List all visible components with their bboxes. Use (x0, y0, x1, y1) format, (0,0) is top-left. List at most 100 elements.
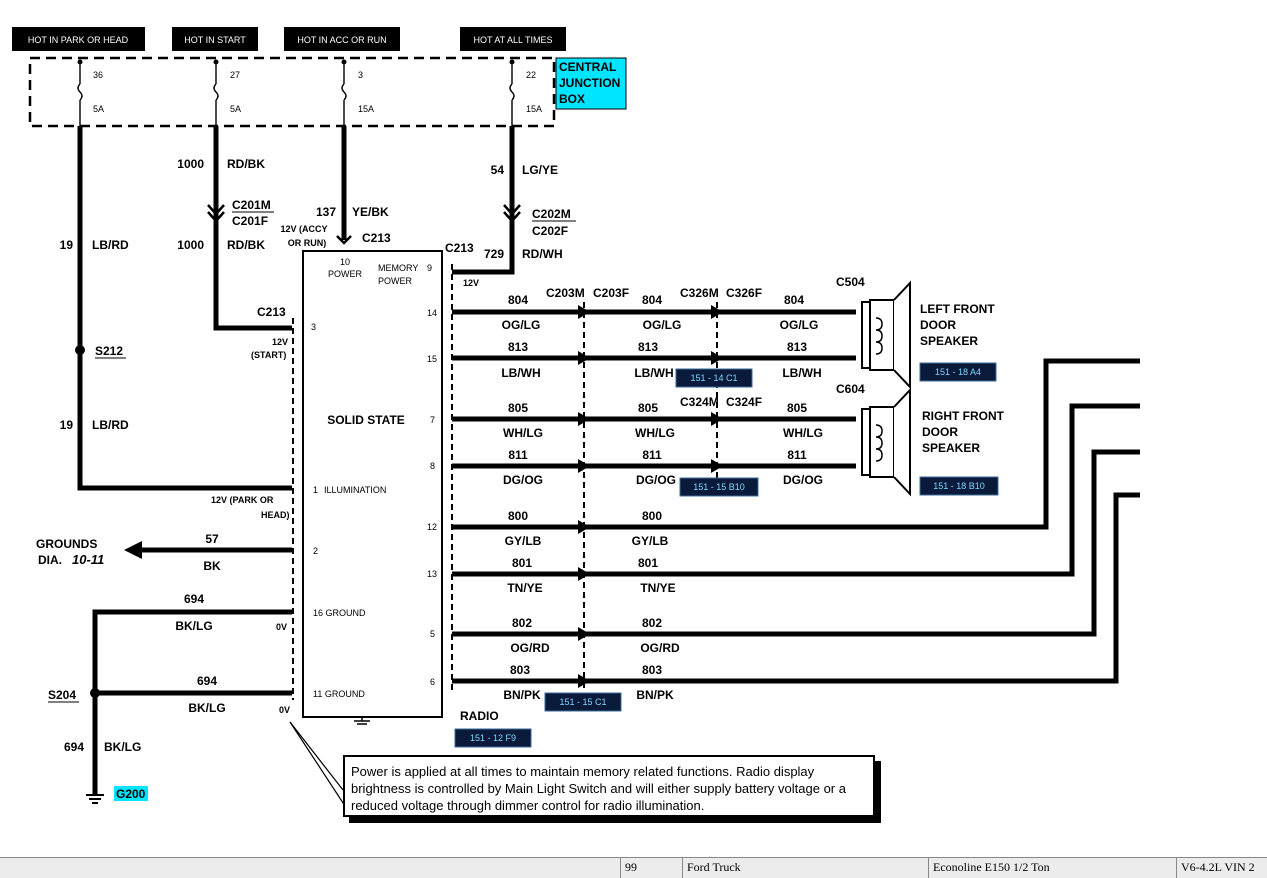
fuse-rating-4: 15A (526, 104, 542, 114)
right-speaker-line3: SPEAKER (922, 441, 980, 455)
wire-694-label-b: 694 (197, 674, 217, 688)
wire-yebk-label: YE/BK (352, 205, 389, 219)
wire-rdbk-label-a: RD/BK (227, 157, 265, 171)
voltage-0v-b: 0V (279, 705, 290, 715)
grounds-label: GROUNDS (36, 537, 97, 551)
fuse-number-1: 36 (93, 70, 103, 80)
connector-labels: C201M C201F C202M C202F C213 C213 C213 C… (232, 198, 865, 409)
feed-wires: 19 LB/RD 19 LB/RD 1000 RD/BK 1000 RD/BK … (60, 126, 563, 491)
radio-pin-3: 3 (311, 322, 316, 332)
circuit-811-b: 811 (642, 448, 662, 462)
note-text: Power is applied at all times to maintai… (351, 764, 846, 813)
radio-pin-5: 5 (430, 629, 435, 639)
voltage-start-line2: (START) (251, 350, 286, 360)
central-junction-box: CENTRAL JUNCTION BOX 36 5A 27 5A 3 15A 2… (28, 56, 627, 128)
radio-pin-10: 10 (340, 257, 350, 267)
connector-c202f: C202F (532, 224, 568, 238)
radio-pin-8: 8 (430, 461, 435, 471)
connector-c213-a: C213 (362, 231, 391, 245)
right-front-speaker: RIGHT FRONT DOOR SPEAKER (861, 387, 1005, 497)
circuit-805-b: 805 (638, 401, 658, 415)
radio-memory-power-label: POWER (378, 276, 413, 286)
connector-c203f: C203F (593, 286, 629, 300)
radio-pin-15: 15 (427, 354, 437, 364)
circuit-804-c: 804 (784, 293, 804, 307)
color-lbwh-c: LB/WH (782, 366, 821, 380)
cjb-title-line3: BOX (559, 92, 585, 106)
color-gylb-b: GY/LB (632, 534, 669, 548)
footer-engine: V6-4.2L VIN 2 (1176, 858, 1267, 878)
voltage-park-line2: HEAD) (261, 510, 290, 520)
connector-c213-c: C213 (257, 305, 286, 319)
hot-label-park: HOT IN PARK OR HEAD (28, 35, 129, 45)
circuit-803-b: 803 (642, 663, 662, 677)
color-lbwh-a: LB/WH (501, 366, 540, 380)
radio-memory-label: MEMORY (378, 263, 418, 273)
splice-s204: S204 (48, 688, 76, 702)
left-front-speaker: LEFT FRONT DOOR SPEAKER (861, 280, 995, 390)
grounds-dia-label: DIA. (38, 553, 62, 567)
wire-lgye-label: LG/YE (522, 163, 558, 177)
radio-pin-16-ground: 16 GROUND (313, 608, 366, 618)
radio-pin-14: 14 (427, 308, 437, 318)
radio-pin-12: 12 (427, 522, 437, 532)
color-bnpk-a: BN/PK (503, 688, 541, 702)
fuse-number-3: 3 (358, 70, 363, 80)
footer-page-number: 99 (620, 858, 682, 878)
circuit-802-a: 802 (512, 616, 532, 630)
circuit-805-c: 805 (787, 401, 807, 415)
connector-c202m: C202M (532, 207, 571, 221)
color-bnpk-b: BN/PK (636, 688, 674, 702)
wiring-diagram: HOT IN PARK OR HEAD HOT IN START HOT IN … (12, 27, 1140, 813)
radio-illumination-label: ILLUMINATION (324, 485, 386, 495)
wire-729-label: 729 (484, 247, 504, 261)
circuit-811-a: 811 (508, 448, 528, 462)
ref-151-14-c1: 151 - 14 C1 (690, 373, 737, 383)
voltage-notes: 12V (ACCY OR RUN) 12V 12V (START) 12V (P… (211, 224, 479, 715)
fuse-rating-1: 5A (93, 104, 104, 114)
color-lbwh-b: LB/WH (634, 366, 673, 380)
circuit-813-c: 813 (787, 340, 807, 354)
fuse-rating-2: 5A (230, 104, 241, 114)
hot-label-start: HOT IN START (184, 35, 246, 45)
circuit-801-a: 801 (512, 556, 532, 570)
radio-pin-11-ground: 11 GROUND (313, 689, 365, 699)
left-speaker-line1: LEFT FRONT (920, 302, 995, 316)
color-oglg-a: OG/LG (502, 318, 541, 332)
wire-694-label-a: 694 (184, 592, 204, 606)
radio-power-label: POWER (328, 269, 363, 279)
wire-bklg-label-a: BK/LG (175, 619, 212, 633)
ground-g200: G200 (116, 787, 146, 801)
color-dgog-b: DG/OG (636, 473, 676, 487)
ref-151-15-b10: 151 - 15 B10 (693, 482, 745, 492)
voltage-accy-line1: 12V (ACCY (280, 224, 327, 234)
connector-c213-b: C213 (445, 241, 474, 255)
circuit-802-b: 802 (642, 616, 662, 630)
color-ogrd-b: OG/RD (640, 641, 680, 655)
speaker-circuits: 804 804 804 OG/LG OG/LG OG/LG 813 813 81… (452, 293, 1140, 702)
footer-make: Ford Truck (682, 858, 928, 878)
wire-rdbk-label-b: RD/BK (227, 238, 265, 252)
color-ogrd-a: OG/RD (510, 641, 550, 655)
radio-unit: SOLID STATE 10 POWER 9 MEMORY POWER 3 1 … (292, 250, 718, 725)
color-dgog-a: DG/OG (503, 473, 543, 487)
color-whlg-b: WH/LG (635, 426, 675, 440)
connector-c604: C604 (836, 382, 865, 396)
radio-pin-9: 9 (427, 263, 432, 273)
ref-151-18-a4: 151 - 18 A4 (935, 367, 981, 377)
circuit-804-b: 804 (642, 293, 662, 307)
cjb-title-line1: CENTRAL (559, 60, 616, 74)
radio-label: RADIO (460, 709, 499, 723)
wire-lbrd-label-b: LB/RD (92, 418, 129, 432)
color-oglg-b: OG/LG (643, 318, 682, 332)
circuit-800-b: 800 (642, 509, 662, 523)
hot-labels: HOT IN PARK OR HEAD HOT IN START HOT IN … (12, 27, 566, 51)
circuit-811-c: 811 (787, 448, 807, 462)
radio-pin-7: 7 (430, 415, 435, 425)
color-tnye-a: TN/YE (507, 581, 542, 595)
radio-pin-2: 2 (313, 546, 318, 556)
fuse-rating-3: 15A (358, 104, 374, 114)
wire-19-label-a: 19 (60, 238, 74, 252)
voltage-12v-memory: 12V (463, 278, 479, 288)
ref-151-12-f9: 151 - 12 F9 (470, 733, 516, 743)
